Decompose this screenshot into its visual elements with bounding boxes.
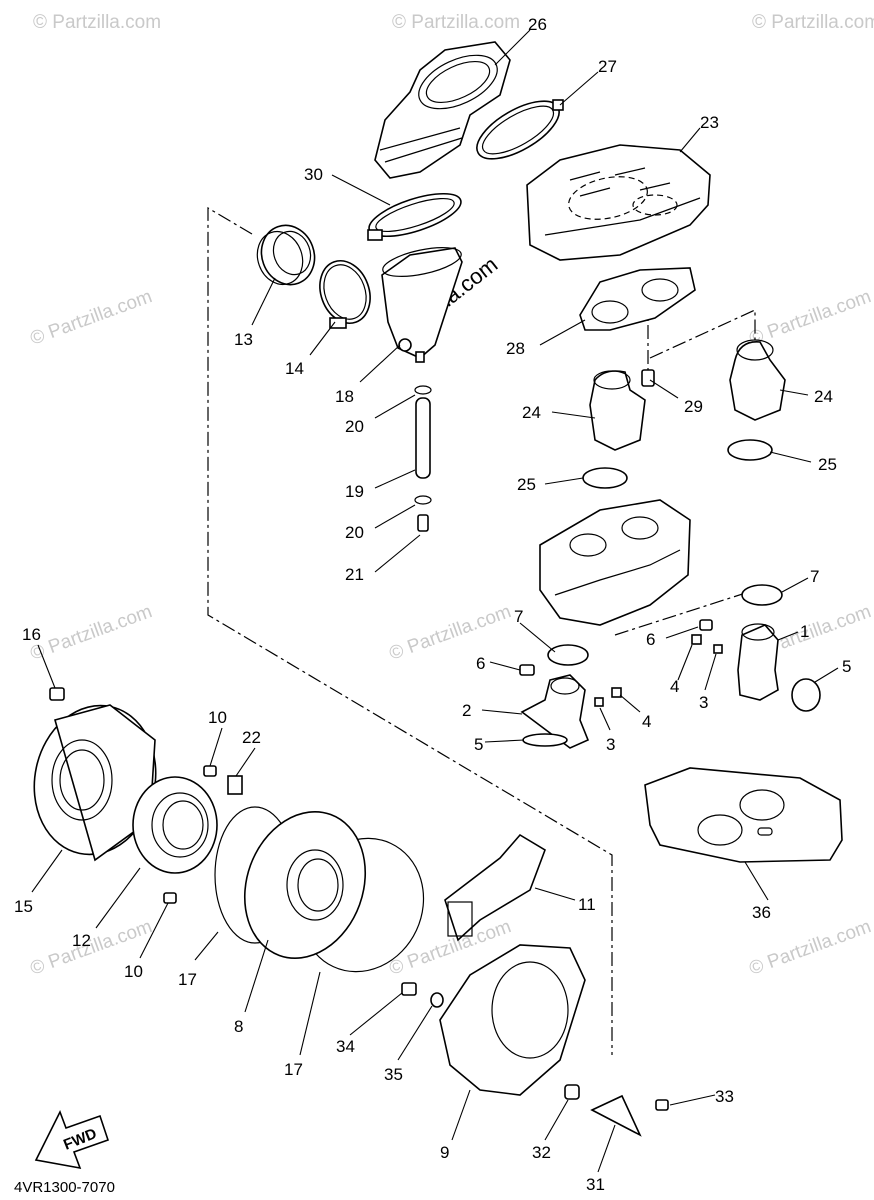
part-36-gasket [644, 767, 843, 863]
callout-10: 10 [208, 708, 227, 727]
part-7-clamps [547, 584, 783, 666]
part-12-element [132, 776, 218, 874]
callout-10: 10 [124, 962, 143, 981]
part-26-intake-duct [374, 41, 511, 179]
diagram-code: 4VR1300-7070 [14, 1179, 115, 1196]
callout-17: 17 [178, 970, 197, 989]
part-24-joints [589, 339, 786, 451]
callout-6: 6 [476, 654, 485, 673]
fwd-arrow: FWD [34, 1110, 110, 1170]
callout-5: 5 [842, 657, 851, 676]
callout-26: 26 [528, 15, 547, 34]
part-11-duct [444, 833, 546, 942]
part-29-screw [641, 369, 655, 387]
part-15-case-cover [33, 704, 157, 862]
callout-22: 22 [242, 728, 261, 747]
callout-20: 20 [345, 523, 364, 542]
callout-5: 5 [474, 735, 483, 754]
callout-2: 2 [462, 701, 471, 720]
watermark: © Partzilla.com [392, 12, 520, 33]
part-5-orings [522, 678, 821, 747]
callout-23: 23 [700, 113, 719, 132]
callout-labels: 26 27 23 30 13 14 18 28 24 29 24 25 20 1… [14, 15, 851, 1194]
callout-27: 27 [598, 57, 617, 76]
part-2-joint [520, 674, 590, 749]
callout-29: 29 [684, 397, 703, 416]
part-27-band [476, 99, 564, 160]
callout-21: 21 [345, 565, 364, 584]
callout-24: 24 [522, 403, 541, 422]
part-34-35-screw-washer [401, 982, 444, 1008]
watermark: © Partzilla.com [387, 601, 514, 665]
watermark: © Partzilla.com [752, 12, 874, 33]
callout-34: 34 [336, 1037, 355, 1056]
part-8-case [243, 810, 367, 960]
callout-17: 17 [284, 1060, 303, 1079]
part-13-joint [256, 224, 316, 286]
callout-4: 4 [642, 712, 651, 731]
part-23-air-box-cover [526, 144, 711, 261]
callout-25: 25 [818, 455, 837, 474]
callout-15: 15 [14, 897, 33, 916]
callout-4: 4 [670, 677, 679, 696]
part-31-33-fasteners [590, 1094, 669, 1137]
callout-30: 30 [304, 165, 323, 184]
callout-36: 36 [752, 903, 771, 922]
part-22-clip [227, 775, 243, 795]
part-16-bolt [49, 687, 65, 701]
callout-19: 19 [345, 482, 364, 501]
part-9-cover [439, 944, 586, 1096]
watermark: © Partzilla.com [28, 286, 155, 350]
small-fasteners [519, 619, 723, 707]
callout-8: 8 [234, 1017, 243, 1036]
part-32-grommet [564, 1084, 580, 1100]
callout-7: 7 [810, 567, 819, 586]
callout-31: 31 [586, 1175, 605, 1194]
watermark: © Partzilla.com [747, 916, 874, 980]
callout-35: 35 [384, 1065, 403, 1084]
part-18-intake-funnel [381, 247, 463, 363]
callout-24: 24 [814, 387, 833, 406]
watermark: © Partzilla.com [747, 286, 874, 350]
callout-33: 33 [715, 1087, 734, 1106]
callout-6: 6 [646, 630, 655, 649]
part-30-band [367, 192, 462, 241]
callout-9: 9 [440, 1143, 449, 1162]
carburetor-assembly [539, 499, 691, 626]
callout-11: 11 [578, 895, 596, 914]
part-28-gasket [579, 267, 696, 331]
part-10-screws [163, 765, 217, 904]
callout-7: 7 [514, 607, 523, 626]
callout-16: 16 [22, 625, 41, 644]
callout-18: 18 [335, 387, 354, 406]
part-19-hose [414, 385, 432, 532]
callout-28: 28 [506, 339, 525, 358]
watermark: © Partzilla.com [33, 12, 161, 33]
watermark: © Partzilla.com [28, 601, 155, 665]
callout-32: 32 [532, 1143, 551, 1162]
callout-25: 25 [517, 475, 536, 494]
part-14-clamp [319, 260, 371, 329]
callout-14: 14 [285, 359, 304, 378]
callout-3: 3 [699, 693, 708, 712]
callout-13: 13 [234, 330, 253, 349]
leader-lines [31, 29, 839, 1173]
callout-3: 3 [606, 735, 615, 754]
callout-1: 1 [800, 622, 809, 641]
part-1-joint [737, 623, 779, 701]
callout-20: 20 [345, 417, 364, 436]
callout-12: 12 [72, 931, 91, 950]
